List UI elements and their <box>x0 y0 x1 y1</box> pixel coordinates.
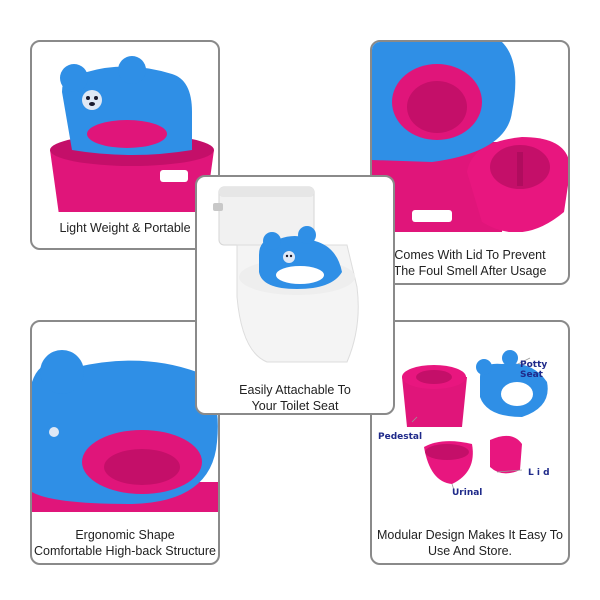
caption-lid-line2: The Foul Smell After Usage <box>393 264 547 278</box>
potty-seat-icon <box>259 226 342 289</box>
panel-lid: Comes With Lid To Prevent The Foul Smell… <box>370 40 570 285</box>
caption-attachable-line1: Easily Attachable To <box>239 383 351 397</box>
panel-modular: Potty Seat Pedestal Urinal L i d Modular… <box>370 320 570 565</box>
modular-parts-illustration <box>402 350 548 491</box>
caption-ergonomic: Ergonomic Shape Comfortable High-back St… <box>32 527 218 559</box>
bear-ear <box>40 350 84 394</box>
product-photo-lid <box>372 42 568 232</box>
caption-light-weight: Light Weight & Portable <box>59 221 191 235</box>
caption-modular-line2: Use And Store. <box>427 544 513 558</box>
lid-small-illustration <box>490 435 522 474</box>
product-photo-toilet <box>197 177 393 367</box>
product-photo-potty <box>32 42 218 212</box>
product-photo-ergonomic <box>32 322 218 512</box>
seat-hole <box>87 120 167 148</box>
brand-sticker <box>412 210 452 222</box>
potty-illustration <box>50 56 214 212</box>
bear-face-icon <box>82 90 102 110</box>
potty-closeup-illustration <box>32 350 218 512</box>
label-lid: L i d <box>528 468 550 478</box>
label-potty-seat: Potty Seat <box>520 360 548 380</box>
bear-ear-right <box>118 56 146 84</box>
caption-attachable: Easily Attachable To Your Toilet Seat <box>197 382 393 414</box>
brand-sticker <box>160 170 188 182</box>
label-pedestal: Pedestal <box>378 432 423 442</box>
caption-ergonomic-line2: Comfortable High-back Structure <box>33 544 217 558</box>
caption-attachable-line2: Your Toilet Seat <box>251 399 339 413</box>
toilet-icon <box>213 186 359 363</box>
caption-lid-line1: Comes With Lid To Prevent <box>394 248 546 262</box>
caption-modular-line1: Modular Design Makes It Easy To <box>377 528 563 542</box>
caption-lid: Comes With Lid To Prevent The Foul Smell… <box>372 247 568 279</box>
bear-ear-left <box>60 64 88 92</box>
product-photo-modular: Potty Seat Pedestal Urinal L i d <box>372 322 568 512</box>
panel-attachable: Easily Attachable To Your Toilet Seat <box>195 175 395 415</box>
pedestal-illustration <box>402 377 467 427</box>
potty-with-lid-illustration <box>372 42 568 232</box>
caption-ergonomic-line1: Ergonomic Shape <box>75 528 175 542</box>
panel-light-weight: Light Weight & Portable <box>30 40 220 250</box>
bear-face-icon <box>49 427 59 437</box>
pink-base <box>50 150 214 212</box>
panel-ergonomic: Ergonomic Shape Comfortable High-back St… <box>30 320 220 565</box>
potty-seat-icon <box>476 350 548 417</box>
caption-modular: Modular Design Makes It Easy To Use And … <box>372 527 568 559</box>
label-urinal: Urinal <box>452 488 483 498</box>
